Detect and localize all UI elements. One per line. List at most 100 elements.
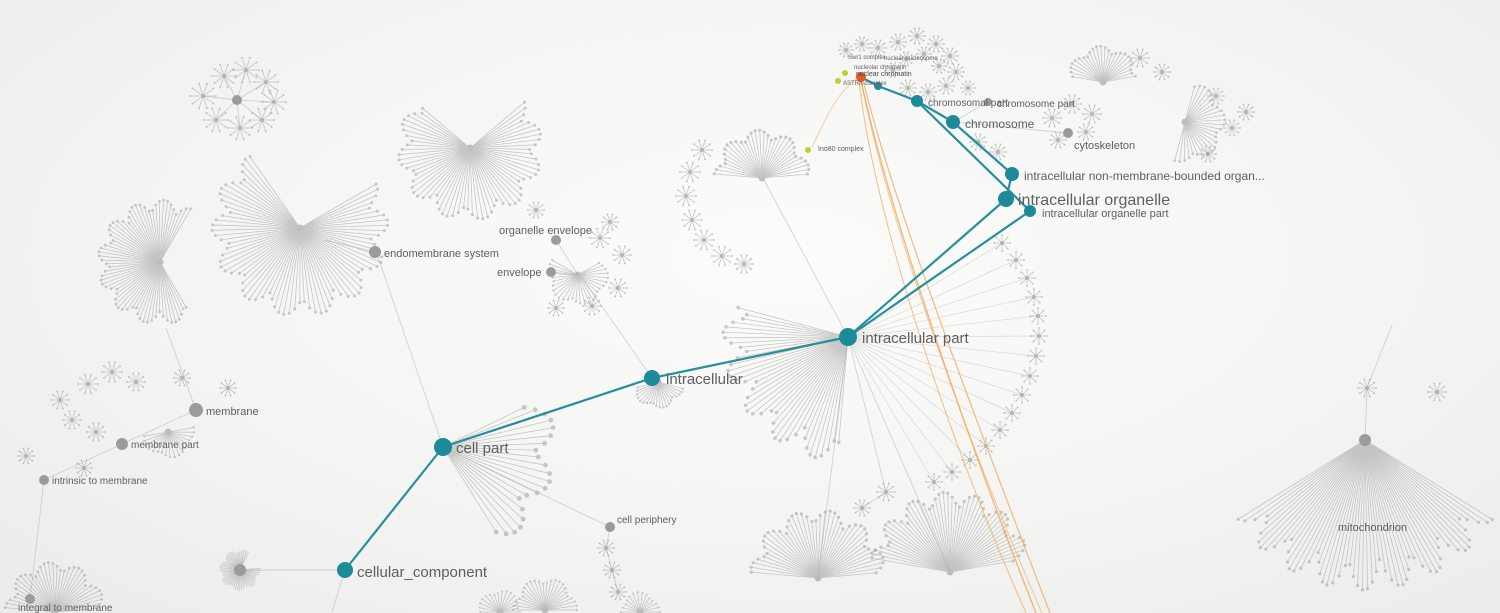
- leaf-node-cluster[interactable]: [3, 561, 104, 613]
- leaf-node-cluster[interactable]: [601, 213, 619, 231]
- leaf-node-cluster[interactable]: [993, 234, 1011, 252]
- leaf-node-cluster[interactable]: [17, 447, 35, 465]
- leaf-node-cluster[interactable]: [142, 426, 195, 459]
- leaf-node-cluster[interactable]: [931, 58, 947, 74]
- leaf-node-cluster[interactable]: [889, 33, 907, 51]
- leaf-node-cluster[interactable]: [1025, 288, 1043, 306]
- leaf-node-cluster[interactable]: [1357, 378, 1377, 398]
- leaf-node-cluster[interactable]: [885, 62, 901, 78]
- leaf-node-cluster[interactable]: [679, 161, 701, 183]
- graph-node-intracellular-organelle-part[interactable]: [1024, 205, 1036, 217]
- graph-node-cell-periphery[interactable]: [605, 522, 615, 532]
- graph-node-cell-part[interactable]: [434, 438, 452, 456]
- leaf-node-cluster[interactable]: [211, 63, 237, 89]
- leaf-node-cluster[interactable]: [681, 209, 703, 231]
- leaf-node-cluster[interactable]: [721, 305, 852, 460]
- leaf-node-cluster[interactable]: [1077, 123, 1095, 141]
- leaf-node-cluster[interactable]: [1237, 103, 1255, 121]
- leaf-node-cluster[interactable]: [1013, 386, 1031, 404]
- leaf-node-cluster[interactable]: [77, 373, 99, 395]
- graph-node-pacman-hub[interactable]: [234, 564, 246, 576]
- leaf-node-cluster[interactable]: [969, 133, 987, 151]
- leaf-node-cluster[interactable]: [1207, 87, 1225, 105]
- graph-node-lime-1[interactable]: [835, 78, 841, 84]
- leaf-node-cluster[interactable]: [908, 27, 926, 45]
- leaf-node-cluster[interactable]: [439, 404, 556, 537]
- leaf-node-cluster[interactable]: [937, 77, 955, 95]
- graph-node-flower-hub[interactable]: [232, 95, 242, 105]
- leaf-node-cluster[interactable]: [1018, 269, 1036, 287]
- leaf-node-cluster[interactable]: [612, 245, 632, 265]
- leaf-node-cluster[interactable]: [1082, 104, 1102, 124]
- leaf-node-cluster[interactable]: [1029, 307, 1047, 325]
- leaf-node-cluster[interactable]: [548, 259, 610, 306]
- leaf-node-cluster[interactable]: [527, 201, 545, 219]
- leaf-node-cluster[interactable]: [227, 115, 253, 141]
- graph-node-intracellular-organelle[interactable]: [998, 191, 1014, 207]
- leaf-node-cluster[interactable]: [1130, 48, 1150, 68]
- leaf-node-cluster[interactable]: [75, 459, 93, 477]
- leaf-node-cluster[interactable]: [838, 42, 854, 58]
- leaf-node-cluster[interactable]: [86, 422, 106, 442]
- graph-node-envelope[interactable]: [546, 267, 556, 277]
- leaf-node-cluster[interactable]: [1199, 145, 1217, 163]
- leaf-node-cluster[interactable]: [511, 579, 579, 613]
- leaf-node-cluster[interactable]: [1049, 131, 1067, 149]
- graph-node-chromosome-part[interactable]: [984, 98, 992, 106]
- graph-node-chromosome[interactable]: [946, 115, 960, 129]
- leaf-node-cluster[interactable]: [1236, 436, 1494, 592]
- graph-node-nuclear-chromatin[interactable]: [856, 72, 866, 82]
- leaf-node-cluster[interactable]: [249, 107, 275, 133]
- leaf-node-cluster[interactable]: [126, 372, 146, 392]
- leaf-node-cluster[interactable]: [62, 410, 82, 430]
- leaf-node-cluster[interactable]: [1427, 382, 1447, 402]
- leaf-node-cluster[interactable]: [1030, 327, 1048, 345]
- leaf-node-cluster[interactable]: [916, 46, 932, 62]
- leaf-node-cluster[interactable]: [693, 229, 715, 251]
- leaf-node-cluster[interactable]: [876, 482, 896, 502]
- leaf-node-cluster[interactable]: [1027, 347, 1045, 365]
- leaf-node-cluster[interactable]: [261, 89, 287, 115]
- leaf-node-cluster[interactable]: [589, 227, 611, 249]
- leaf-node-cluster[interactable]: [582, 296, 602, 316]
- leaf-node-cluster[interactable]: [943, 463, 961, 481]
- leaf-node-cluster[interactable]: [898, 51, 914, 67]
- leaf-node-cluster[interactable]: [203, 107, 229, 133]
- leaf-node-cluster[interactable]: [869, 39, 887, 57]
- leaf-node-cluster[interactable]: [899, 79, 917, 97]
- leaf-node-cluster[interactable]: [219, 379, 237, 397]
- graph-node-cellular-component[interactable]: [337, 562, 353, 578]
- leaf-node-cluster[interactable]: [1003, 404, 1021, 422]
- graph-node-chromatin-link[interactable]: [874, 82, 882, 90]
- leaf-node-cluster[interactable]: [50, 390, 70, 410]
- leaf-node-cluster[interactable]: [927, 35, 945, 53]
- leaf-node-cluster[interactable]: [232, 56, 260, 84]
- graph-node-chromosomal-part[interactable]: [911, 95, 923, 107]
- leaf-node-cluster[interactable]: [712, 128, 811, 182]
- leaf-node-cluster[interactable]: [1021, 367, 1039, 385]
- graph-node-lime-0[interactable]: [842, 70, 848, 76]
- leaf-node-cluster[interactable]: [960, 80, 976, 96]
- leaf-node-cluster[interactable]: [1069, 44, 1137, 86]
- leaf-node-cluster[interactable]: [253, 69, 279, 95]
- graph-node-lime-2[interactable]: [805, 147, 811, 153]
- leaf-node-cluster[interactable]: [854, 36, 870, 52]
- leaf-node-cluster[interactable]: [1007, 251, 1025, 269]
- graph-node-intracellular-non-membrane-bounded-organelle[interactable]: [1005, 167, 1019, 181]
- leaf-node-cluster[interactable]: [675, 185, 697, 207]
- leaf-node-cluster[interactable]: [734, 254, 754, 274]
- leaf-node-cluster[interactable]: [1223, 119, 1241, 137]
- graph-node-endomembrane-system[interactable]: [369, 246, 381, 258]
- leaf-node-cluster[interactable]: [947, 63, 965, 81]
- leaf-node-cluster[interactable]: [597, 539, 615, 557]
- leaf-node-cluster[interactable]: [173, 369, 191, 387]
- leaf-node-cluster[interactable]: [397, 100, 542, 221]
- leaf-node-cluster[interactable]: [603, 561, 621, 579]
- leaf-node-cluster[interactable]: [1062, 94, 1082, 114]
- leaf-node-cluster[interactable]: [989, 143, 1007, 161]
- leaf-node-cluster[interactable]: [608, 278, 628, 298]
- graph-node-mitochondrion-hub[interactable]: [1359, 434, 1371, 446]
- leaf-node-cluster[interactable]: [101, 361, 123, 383]
- leaf-node-cluster[interactable]: [189, 82, 217, 110]
